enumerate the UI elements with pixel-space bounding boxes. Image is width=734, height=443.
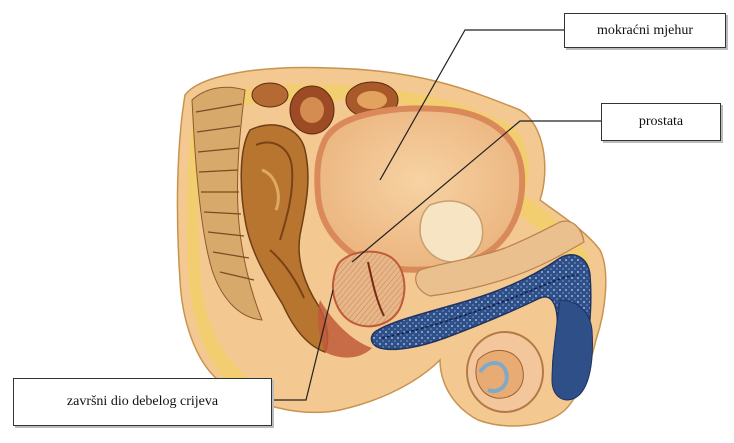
bladder bbox=[317, 109, 522, 270]
label-bladder: mokraćni mjehur bbox=[564, 13, 726, 48]
label-prostate: prostata bbox=[601, 103, 721, 141]
glans bbox=[552, 300, 592, 400]
pubic-bone bbox=[420, 201, 483, 262]
label-rectum: završni dio debelog crijeva bbox=[13, 378, 272, 426]
